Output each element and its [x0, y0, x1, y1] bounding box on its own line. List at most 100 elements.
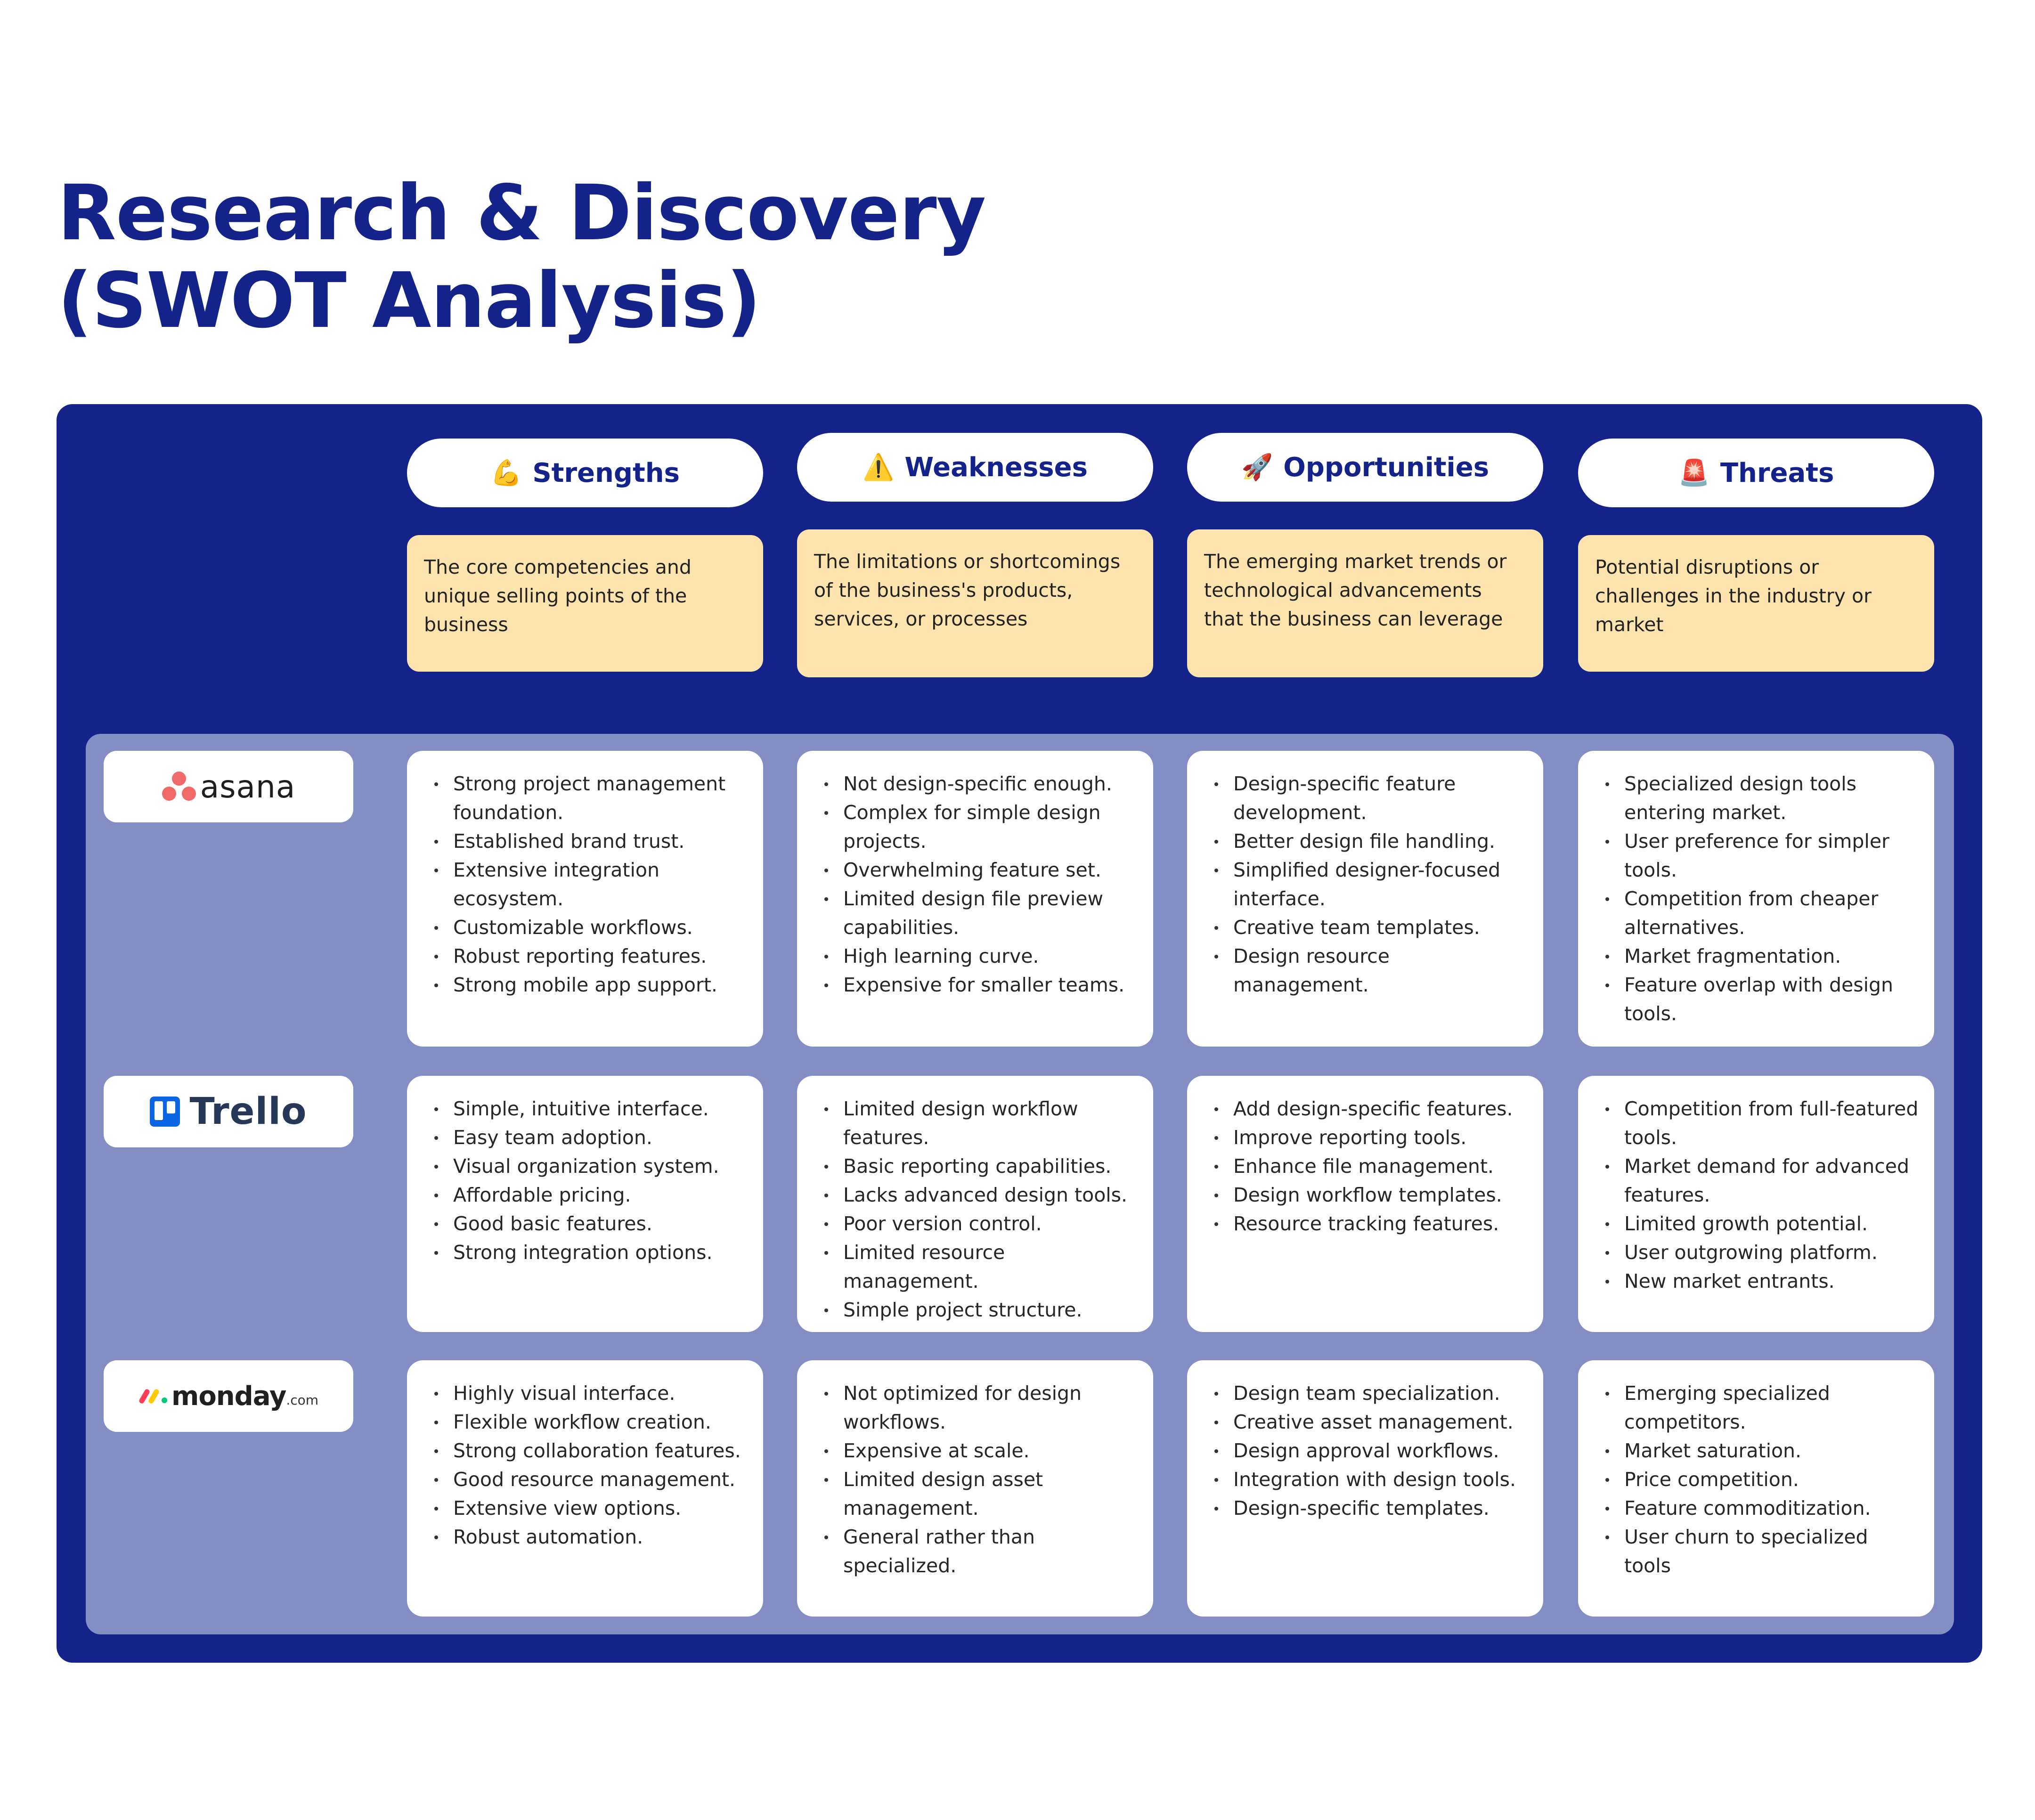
list-item: Competition from full-featured tools.: [1595, 1095, 1920, 1152]
asana-strengths-card: Strong project management foundation. Es…: [407, 751, 763, 1047]
list-item: Robust reporting features.: [424, 942, 749, 971]
list-item: High learning curve.: [814, 942, 1139, 971]
asana-weaknesses-card: Not design-specific enough. Complex for …: [797, 751, 1153, 1047]
monday-opportunities-card: Design team specialization. Creative ass…: [1187, 1360, 1543, 1617]
list-item: Design resource management.: [1204, 942, 1529, 999]
list-item: Price competition.: [1595, 1465, 1920, 1494]
trello-logo-icon: [150, 1097, 180, 1127]
list-item: Basic reporting capabilities.: [814, 1152, 1139, 1181]
list-item: Not design-specific enough.: [814, 770, 1139, 798]
list-item: Integration with design tools.: [1204, 1465, 1529, 1494]
list-item: Limited design file preview capabilities…: [814, 885, 1139, 942]
list-item: Specialized design tools entering market…: [1595, 770, 1920, 827]
trello-threats-card: Competition from full-featured tools. Ma…: [1578, 1076, 1934, 1332]
header-weaknesses-label: Weaknesses: [904, 452, 1088, 483]
list-item: Add design-specific features.: [1204, 1095, 1529, 1123]
list-item: Flexible workflow creation.: [424, 1408, 749, 1437]
list-item: Design approval workflows.: [1204, 1437, 1529, 1465]
asana-logo: asana: [104, 751, 353, 822]
list-item: Design-specific templates.: [1204, 1494, 1529, 1523]
trello-logo-text: Trello: [189, 1090, 307, 1133]
list-item: Simplified designer-focused interface.: [1204, 856, 1529, 913]
list-item: Visual organization system.: [424, 1152, 749, 1181]
list-item: Creative asset management.: [1204, 1408, 1529, 1437]
list-item: Good basic features.: [424, 1210, 749, 1238]
header-opportunities-label: Opportunities: [1283, 452, 1490, 483]
list-item: Emerging specialized competitors.: [1595, 1379, 1920, 1437]
flexed-biceps-icon: 💪: [490, 458, 522, 488]
list-item: Limited design asset management.: [814, 1465, 1139, 1523]
asana-opportunities-card: Design-specific feature development. Bet…: [1187, 751, 1543, 1047]
header-weaknesses: ⚠️ Weaknesses: [797, 433, 1153, 502]
list-item: Market saturation.: [1595, 1437, 1920, 1465]
list-item: Complex for simple design projects.: [814, 798, 1139, 856]
asana-logo-text: asana: [200, 768, 296, 805]
trello-weaknesses-card: Limited design workflow features. Basic …: [797, 1076, 1153, 1332]
list-item: Easy team adoption.: [424, 1123, 749, 1152]
description-threats: Potential disruptions or challenges in t…: [1578, 535, 1934, 672]
list-item: Market fragmentation.: [1595, 942, 1920, 971]
list-item: Expensive for smaller teams.: [814, 971, 1139, 999]
list-item: Highly visual interface.: [424, 1379, 749, 1408]
list-item: Resource tracking features.: [1204, 1210, 1529, 1238]
list-item: Limited resource management.: [814, 1238, 1139, 1296]
list-item: Robust automation.: [424, 1523, 749, 1552]
asana-logo-icon: [162, 772, 196, 801]
company-rows: asana Trello monday .com Strong project …: [86, 734, 1954, 1634]
list-item: Simple, intuitive interface.: [424, 1095, 749, 1123]
list-item: Design-specific feature development.: [1204, 770, 1529, 827]
list-item: User outgrowing platform.: [1595, 1238, 1920, 1267]
monday-logo: monday .com: [104, 1360, 353, 1432]
header-strengths: 💪 Strengths: [407, 439, 763, 507]
description-strengths: The core competencies and unique selling…: [407, 535, 763, 672]
trello-strengths-card: Simple, intuitive interface. Easy team a…: [407, 1076, 763, 1332]
asana-threats-card: Specialized design tools entering market…: [1578, 751, 1934, 1047]
list-item: Limited growth potential.: [1595, 1210, 1920, 1238]
header-opportunities: 🚀 Opportunities: [1187, 433, 1543, 502]
list-item: Extensive integration ecosystem.: [424, 856, 749, 913]
list-item: General rather than specialized.: [814, 1523, 1139, 1580]
list-item: Affordable pricing.: [424, 1181, 749, 1210]
list-item: Extensive view options.: [424, 1494, 749, 1523]
list-item: Competition from cheaper alternatives.: [1595, 885, 1920, 942]
monday-weaknesses-card: Not optimized for design workflows. Expe…: [797, 1360, 1153, 1617]
monday-logo-icon: [139, 1389, 167, 1404]
list-item: Feature overlap with design tools.: [1595, 971, 1920, 1028]
list-item: Better design file handling.: [1204, 827, 1529, 856]
list-item: Limited design workflow features.: [814, 1095, 1139, 1152]
monday-strengths-card: Highly visual interface. Flexible workfl…: [407, 1360, 763, 1617]
list-item: Lacks advanced design tools.: [814, 1181, 1139, 1210]
list-item: Strong project management foundation.: [424, 770, 749, 827]
warning-icon: ⚠️: [863, 452, 895, 482]
list-item: User churn to specialized tools: [1595, 1523, 1920, 1580]
swot-panel: 💪 Strengths ⚠️ Weaknesses 🚀 Opportunitie…: [57, 404, 1982, 1663]
description-weaknesses: The limitations or shortcomings of the b…: [797, 529, 1153, 677]
list-item: Enhance file management.: [1204, 1152, 1529, 1181]
monday-logo-suffix: .com: [286, 1392, 319, 1408]
list-item: Improve reporting tools.: [1204, 1123, 1529, 1152]
list-item: Market demand for advanced features.: [1595, 1152, 1920, 1210]
header-threats: 🚨 Threats: [1578, 439, 1934, 507]
list-item: Design workflow templates.: [1204, 1181, 1529, 1210]
page-title-line-2: (SWOT Analysis): [57, 257, 761, 345]
list-item: Good resource management.: [424, 1465, 749, 1494]
siren-icon: 🚨: [1678, 458, 1710, 488]
rocket-icon: 🚀: [1241, 452, 1273, 482]
list-item: Not optimized for design workflows.: [814, 1379, 1139, 1437]
list-item: New market entrants.: [1595, 1267, 1920, 1296]
list-item: Strong integration options.: [424, 1238, 749, 1267]
list-item: Poor version control.: [814, 1210, 1139, 1238]
list-item: Established brand trust.: [424, 827, 749, 856]
page-title-line-1: Research & Discovery: [57, 169, 986, 258]
header-threats-label: Threats: [1720, 457, 1834, 488]
list-item: Design team specialization.: [1204, 1379, 1529, 1408]
list-item: Simple project structure.: [814, 1296, 1139, 1324]
list-item: Customizable workflows.: [424, 913, 749, 942]
list-item: Feature commoditization.: [1595, 1494, 1920, 1523]
list-item: User preference for simpler tools.: [1595, 827, 1920, 885]
list-item: Creative team templates.: [1204, 913, 1529, 942]
list-item: Strong mobile app support.: [424, 971, 749, 999]
monday-threats-card: Emerging specialized competitors. Market…: [1578, 1360, 1934, 1617]
trello-opportunities-card: Add design-specific features. Improve re…: [1187, 1076, 1543, 1332]
description-opportunities: The emerging market trends or technologi…: [1187, 529, 1543, 677]
